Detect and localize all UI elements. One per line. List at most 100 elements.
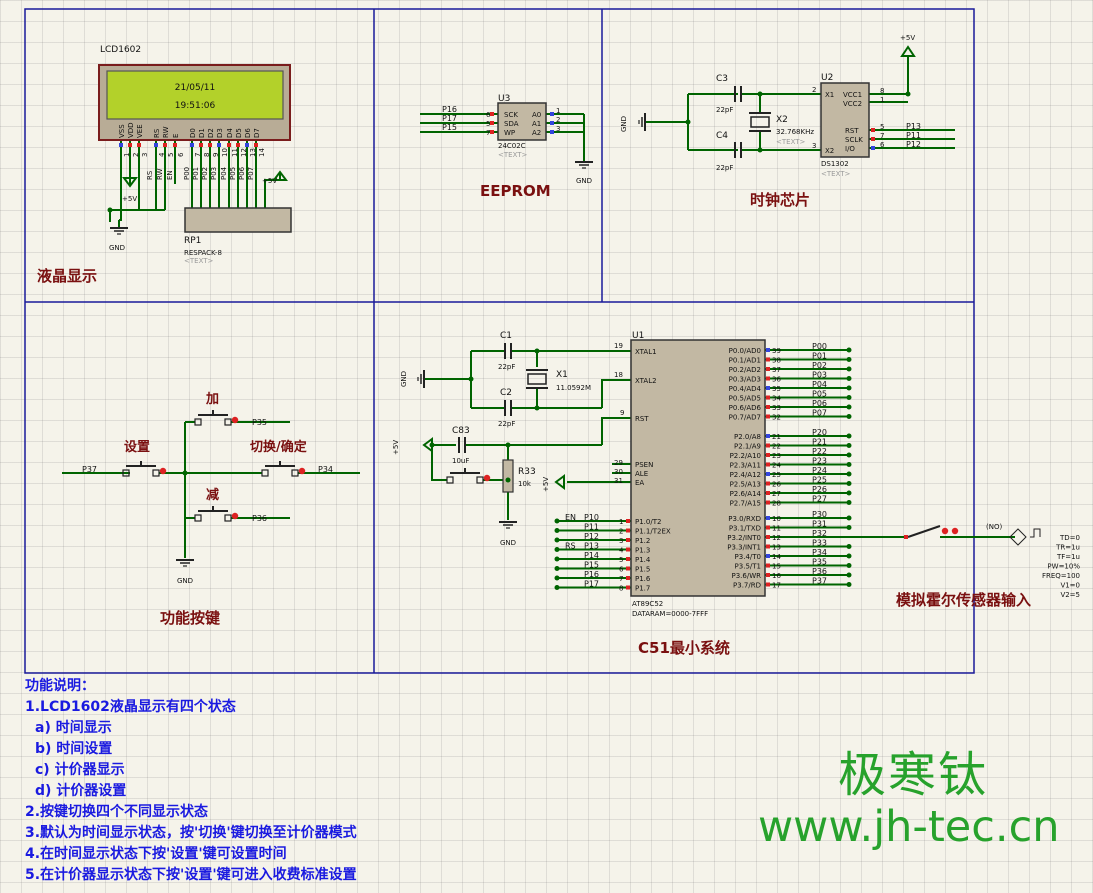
lcd-pin-state bbox=[119, 143, 123, 147]
lcd-pin-num: 13 bbox=[249, 148, 257, 157]
u3-pin-name: SCK bbox=[504, 111, 518, 119]
mcu-port-net: P05 bbox=[812, 390, 827, 399]
mcu-pin-name: P2.1/A9 bbox=[734, 443, 761, 451]
mcu-port-net: P34 bbox=[812, 548, 827, 557]
mcu-pin-name: P2.0/A8 bbox=[734, 433, 761, 441]
gnd-label: GND bbox=[620, 116, 628, 132]
u3-pin-num: 1 bbox=[556, 107, 560, 115]
section-title-lcd: 液晶显示 bbox=[37, 267, 97, 285]
pin-state-marker bbox=[490, 130, 494, 134]
mcu-pin-name: P0.2/AD2 bbox=[729, 366, 761, 374]
lcd-pin-name: D5 bbox=[235, 128, 243, 138]
x2-freq: 32.768KHz bbox=[776, 128, 814, 136]
mcu-port-net: P02 bbox=[812, 361, 827, 370]
net-terminal bbox=[846, 443, 852, 448]
key-label-sub: 减 bbox=[206, 487, 219, 503]
pin-state-marker bbox=[766, 491, 770, 495]
junction-dot bbox=[107, 207, 113, 213]
junction-dot bbox=[685, 119, 691, 125]
lcd-ctrl-net: RW bbox=[156, 168, 164, 180]
pin-state-marker bbox=[766, 554, 770, 558]
mcu-pin-name: P2.3/A11 bbox=[730, 462, 761, 470]
mcu-pin-num: 22 bbox=[772, 443, 781, 451]
net-terminal bbox=[846, 347, 852, 353]
net-terminal bbox=[846, 544, 852, 549]
lcd-line-1: 21/05/11 bbox=[175, 83, 215, 93]
vcc-label: +5V bbox=[392, 440, 400, 455]
pin-state-marker bbox=[766, 573, 770, 577]
u2-pin-num: 2 bbox=[812, 86, 816, 94]
u3-value: 24C02C bbox=[498, 142, 526, 150]
pin-state-marker bbox=[766, 525, 770, 530]
mcu-pin-num: 33 bbox=[772, 404, 781, 412]
net-terminal bbox=[846, 490, 852, 496]
pin-state-marker bbox=[766, 443, 770, 448]
rp1-value: RESPACK-8 bbox=[184, 249, 222, 257]
key-label-set: 设置 bbox=[124, 440, 150, 455]
mcu-pin-name: P0.3/AD3 bbox=[729, 376, 761, 384]
mcu-pin-num: 2 bbox=[619, 528, 623, 536]
c1-value: 22pF bbox=[498, 363, 515, 371]
net-terminal bbox=[846, 452, 852, 458]
x1-ref: X1 bbox=[556, 370, 568, 380]
mcu-pin-name: PSEN bbox=[635, 461, 653, 469]
pin-state-marker bbox=[766, 367, 770, 371]
section-title-clock: 时钟芯片 bbox=[750, 191, 810, 209]
lcd-data-net: P06 bbox=[238, 166, 246, 180]
lcd-pin-num: 1 bbox=[123, 153, 131, 157]
mcu-pin-num: 1 bbox=[619, 518, 623, 526]
x2-text: <TEXT> bbox=[776, 138, 806, 146]
pin-state-marker bbox=[626, 519, 630, 523]
lcd-pin-state bbox=[208, 143, 212, 147]
mcu-p1-net: P13 bbox=[584, 542, 599, 551]
mcu-pin-name: P1.2 bbox=[635, 537, 650, 545]
c3-ref: C3 bbox=[716, 74, 728, 84]
mcu-p1-net: P10 bbox=[584, 513, 599, 522]
lcd-screen bbox=[106, 70, 284, 120]
mcu-pin-name: P2.6/A14 bbox=[730, 490, 762, 498]
mcu-p1-net: P11 bbox=[584, 523, 599, 532]
generator-param: TR=1u bbox=[1055, 544, 1080, 552]
desc-line: 3.默认为时间显示状态，按'切换'键切换至计价器模式 bbox=[25, 825, 357, 841]
x1-freq: 11.0592M bbox=[556, 384, 591, 392]
pin-state-marker bbox=[871, 137, 875, 141]
pin-state-marker bbox=[550, 121, 554, 125]
lcd-pin-name: RS bbox=[153, 128, 161, 138]
hall-switch-led bbox=[941, 527, 949, 535]
pin-state-marker bbox=[766, 516, 770, 520]
lcd-pin-state bbox=[227, 143, 231, 147]
key-sub-right-contact bbox=[224, 514, 232, 522]
mcu-port-net: P27 bbox=[812, 495, 827, 504]
vcc-label: +5V bbox=[262, 177, 277, 185]
mcu-pin-name: P1.5 bbox=[635, 566, 650, 574]
mcu-pin-name: P3.0/RXD bbox=[728, 515, 761, 523]
u2-pin-name: X2 bbox=[825, 147, 834, 155]
net-terminal bbox=[846, 515, 852, 521]
resistor-r33 bbox=[502, 459, 514, 493]
mcu-port-net: P20 bbox=[812, 428, 827, 437]
generator-param: V1=0 bbox=[1060, 582, 1080, 590]
pin-state-marker bbox=[490, 121, 494, 125]
pin-state-marker bbox=[766, 386, 770, 390]
mcu-pin-num: 9 bbox=[620, 409, 624, 417]
junction-dot bbox=[757, 91, 763, 97]
mcu-port-net: P35 bbox=[812, 558, 827, 567]
net-terminal bbox=[554, 537, 560, 543]
pin-state-marker bbox=[904, 535, 908, 539]
lcd-pin-num: 5 bbox=[167, 153, 175, 157]
net-terminal bbox=[846, 366, 852, 372]
lcd-pin-num: 7 bbox=[194, 153, 202, 157]
brand-url: www.jh-tec.cn bbox=[758, 802, 1060, 852]
mcu-port-net: P33 bbox=[812, 539, 827, 548]
mcu-pin-num: 35 bbox=[772, 385, 781, 393]
pin-state-marker bbox=[871, 146, 875, 150]
lcd-pin-state bbox=[163, 143, 167, 147]
lcd-ctrl-net: EN bbox=[166, 170, 174, 180]
lcd-pin-name: D6 bbox=[244, 128, 252, 138]
vcc-label: +5V bbox=[542, 477, 550, 492]
pin-state-marker bbox=[626, 585, 630, 590]
desc-line: 功能说明： bbox=[25, 678, 95, 694]
u3-pin-name: WP bbox=[504, 129, 515, 137]
pin-state-marker bbox=[766, 414, 770, 419]
